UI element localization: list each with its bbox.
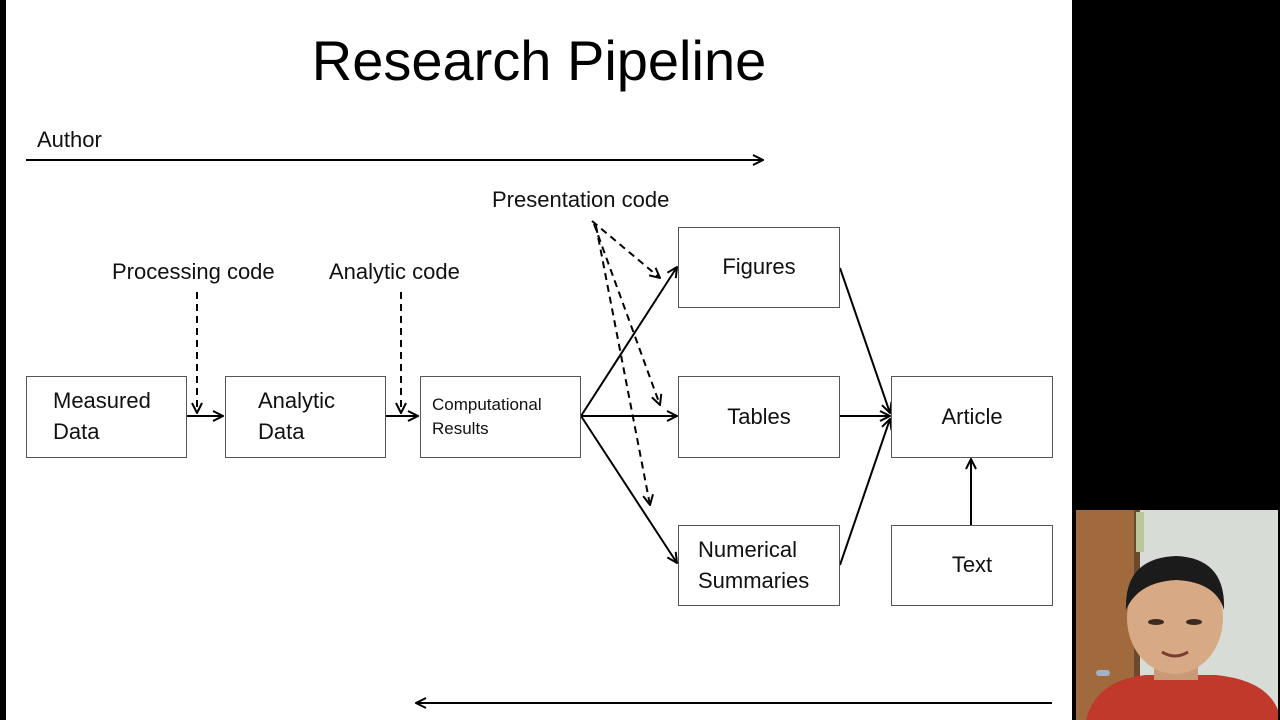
tables-label: Tables [727,403,791,429]
computational-results-label: Computational Results [432,395,542,438]
article-box: Article [891,376,1053,458]
presentation-to-summaries-arrow [595,225,650,505]
presentation-code-label: Presentation code [492,187,670,212]
analytic-data-box: Analytic Data [225,376,386,458]
tables-box: Tables [678,376,840,458]
numerical-summaries-box: Numerical Summaries [678,525,840,606]
computational-to-summaries-arrow [580,415,677,563]
pipeline-diagram [26,0,1052,720]
presenter-video [1076,510,1278,720]
text-box: Text [891,525,1053,606]
slide-title: Research Pipeline [311,29,767,92]
computational-results-box: Computational Results [420,376,581,458]
analytic-code-label: Analytic code [329,259,460,284]
measured-data-label: Measured Data [53,388,151,444]
text-label: Text [951,552,993,578]
summaries-to-article-arrow [839,419,890,566]
presenter-video-icon [1076,510,1278,720]
numerical-summaries-label: Numerical Summaries [698,536,810,593]
analytic-data-label: Analytic Data [258,388,336,444]
computational-to-figures-arrow [580,267,677,417]
measured-data-box: Measured Data [26,376,187,458]
article-label: Article [941,403,1003,429]
figures-label: Figures [722,254,796,280]
author-label: Author [37,127,102,152]
figures-to-article-arrow [839,267,890,413]
presentation-to-figures-arrow [591,220,660,278]
slide: Research Pipeline Author Presentation co… [6,0,1072,720]
presentation-to-tables-arrow [593,223,660,405]
processing-code-label: Processing code [112,259,275,284]
figures-box: Figures [678,227,840,308]
